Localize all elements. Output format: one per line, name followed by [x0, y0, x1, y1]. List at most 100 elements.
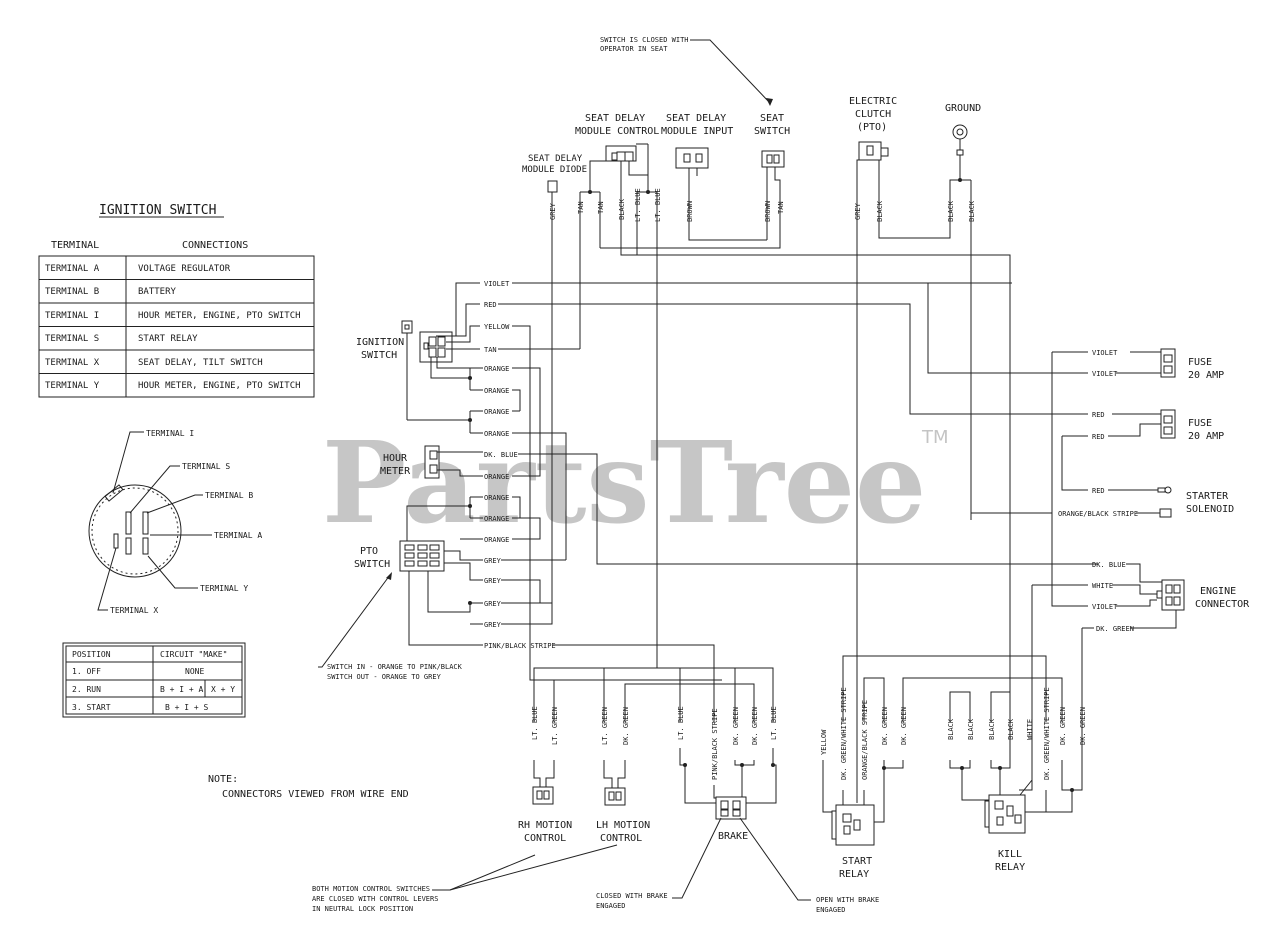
wire-label: GREY: [854, 202, 862, 220]
connection-cell: HOUR METER, ENGINE, PTO SWITCH: [138, 381, 301, 391]
ignition-switch-label: SWITCH: [361, 350, 397, 361]
position-cell: 2. RUN: [72, 685, 101, 694]
fuse-a-label: 20 AMP: [1188, 370, 1224, 381]
terminal-cell: TERMINAL A: [45, 264, 100, 274]
motion-note-line: IN NEUTRAL LOCK POSITION: [312, 905, 413, 913]
wire-label: ORANGE: [484, 408, 509, 416]
starter-solenoid-label: STARTER: [1186, 491, 1229, 502]
wire-label: DK. GREEN: [1079, 707, 1087, 745]
seat-delay-input-label: SEAT DELAY: [666, 113, 726, 124]
brake-closed-note: CLOSED WITH BRAKE: [596, 892, 668, 900]
seat-note-line-2: OPERATOR IN SEAT: [600, 45, 668, 53]
start-relay-label: START: [842, 856, 872, 867]
wire-label: TAN: [597, 201, 605, 214]
ignition-switch-component: IGNITION SWITCH: [356, 320, 456, 421]
watermark-tm: TM: [921, 427, 949, 448]
lh-motion-label: LH MOTION: [596, 820, 650, 831]
wire-label: VIOLET: [484, 280, 510, 288]
wire-label: TAN: [577, 201, 585, 214]
wire-label: BLACK: [876, 200, 884, 222]
wire-label: BLACK: [1007, 718, 1015, 740]
brake-label: BRAKE: [718, 831, 748, 842]
terminal-s-label: TERMINAL S: [182, 462, 230, 471]
pto-note-line-1: SWITCH IN - ORANGE TO PINK/BLACK: [327, 663, 463, 671]
clutch-label: (PTO): [857, 122, 887, 133]
wire-label: VIOLET: [1092, 349, 1118, 357]
clutch-label: ELECTRIC: [849, 96, 897, 107]
seat-delay-input-label: MODULE INPUT: [661, 126, 733, 137]
position-cell: 1. OFF: [72, 667, 101, 676]
hour-meter-component: HOUR METER: [380, 445, 440, 479]
starter-solenoid-label: SOLENOID: [1186, 504, 1234, 515]
motion-note-line: ARE CLOSED WITH CONTROL LEVERS: [312, 895, 438, 903]
wire-label: YELLOW: [820, 729, 828, 755]
wire-label: PINK/BLACK STRIPE: [711, 708, 719, 780]
brake-open-note: OPEN WITH BRAKE: [816, 896, 879, 904]
wire-label: DK. GREEN: [1096, 625, 1134, 633]
wire-label: GREY: [484, 621, 502, 629]
terminal-a-label: TERMINAL A: [214, 531, 262, 540]
wire-label: ORANGE/BLACK STRIPE: [1058, 510, 1138, 518]
start-relay-label: RELAY: [839, 869, 869, 880]
right-wires: VIOLET VIOLET RED RED RED ORANGE/BLACK S…: [927, 283, 1177, 791]
wire-label: TAN: [484, 346, 497, 354]
wire-label: BLACK: [618, 198, 626, 220]
wire-label: ORANGE: [484, 515, 509, 523]
position-cell: 3. START: [72, 703, 111, 712]
top-connectors: [547, 124, 968, 193]
wire-label: DK. GREEN: [751, 707, 759, 745]
right-components: FUSE 20 AMP FUSE 20 AMP STARTER SOLENOID…: [1156, 348, 1250, 611]
terminal-cell: TERMINAL X: [45, 358, 100, 368]
wire-label: LT. BLUE: [654, 188, 662, 222]
wire-label: GREY: [484, 577, 502, 585]
terminal-x-label: TERMINAL X: [110, 606, 158, 615]
terminal-cell: TERMINAL S: [45, 334, 99, 344]
connection-cell: SEAT DELAY, TILT SWITCH: [138, 358, 263, 368]
wire-label: WHITE: [1092, 582, 1113, 590]
seat-switch-label: SWITCH: [754, 126, 790, 137]
wire-label: ORANGE: [484, 365, 509, 373]
wire-label: BLACK: [947, 200, 955, 222]
wire-label: DK. GREEN/WHITE STRIPE: [840, 687, 848, 780]
wire-label: DK. GREEN: [622, 707, 630, 745]
rh-motion-label: RH MOTION: [518, 820, 572, 831]
bottom-buses: [530, 655, 1063, 722]
brake-closed-note: ENGAGED: [596, 902, 626, 910]
terminal-cell: TERMINAL B: [45, 287, 99, 297]
pto-note-line-2: SWITCH OUT - ORANGE TO GREY: [327, 673, 442, 681]
wire-label: DK. GREEN: [900, 707, 908, 745]
ignition-table-title: IGNITION SWITCH: [99, 203, 216, 218]
wire-label: ORANGE: [484, 387, 509, 395]
fuse-a-label: FUSE: [1188, 357, 1212, 368]
col-circuit: CIRCUIT "MAKE": [160, 650, 227, 659]
wire-label: DK. GREEN: [881, 707, 889, 745]
wire-label: ORANGE/BLACK STRIPE: [861, 700, 869, 780]
wire-label: DK. GREEN: [1059, 707, 1067, 745]
ignition-switch-face: TERMINAL I TERMINAL S TERMINAL B TERMINA…: [88, 429, 262, 615]
wire-label: ORANGE: [484, 494, 509, 502]
wire-label: LT. BLUE: [677, 706, 685, 740]
wire-label: BROWN: [764, 201, 772, 222]
bottom-wires: LT. BLUE LT. GREEN LT. GREEN DK. GREEN L…: [531, 687, 1087, 823]
lh-motion-label: CONTROL: [600, 833, 642, 844]
top-component-labels: SWITCH IS CLOSED WITH OPERATOR IN SEAT S…: [522, 36, 981, 175]
wire-label: ORANGE: [484, 430, 509, 438]
engine-connector-label: ENGINE: [1200, 586, 1236, 597]
wire-label: RED: [1092, 487, 1105, 495]
clutch-label: CLUTCH: [855, 109, 891, 120]
note-title: NOTE:: [208, 774, 238, 785]
harness-wires: VIOLET RED YELLOW TAN ORANGE ORANGE ORAN…: [406, 280, 1098, 697]
terminal-cell: TERMINAL I: [45, 311, 99, 321]
hour-meter-label: HOUR: [383, 453, 408, 464]
pto-switch-label: PTO: [360, 546, 378, 557]
wire-label: RED: [1092, 433, 1105, 441]
wire-label: ORANGE: [484, 536, 509, 544]
wire-label: VIOLET: [1092, 370, 1118, 378]
circuit-cell: NONE: [185, 667, 204, 676]
wire-label: RED: [1092, 411, 1105, 419]
wire-label: LT. BLUE: [634, 188, 642, 222]
seat-delay-control-label: MODULE CONTROL: [575, 126, 659, 137]
brake-open-note: ENGAGED: [816, 906, 846, 914]
wire-label: DK. GREEN: [732, 707, 740, 745]
